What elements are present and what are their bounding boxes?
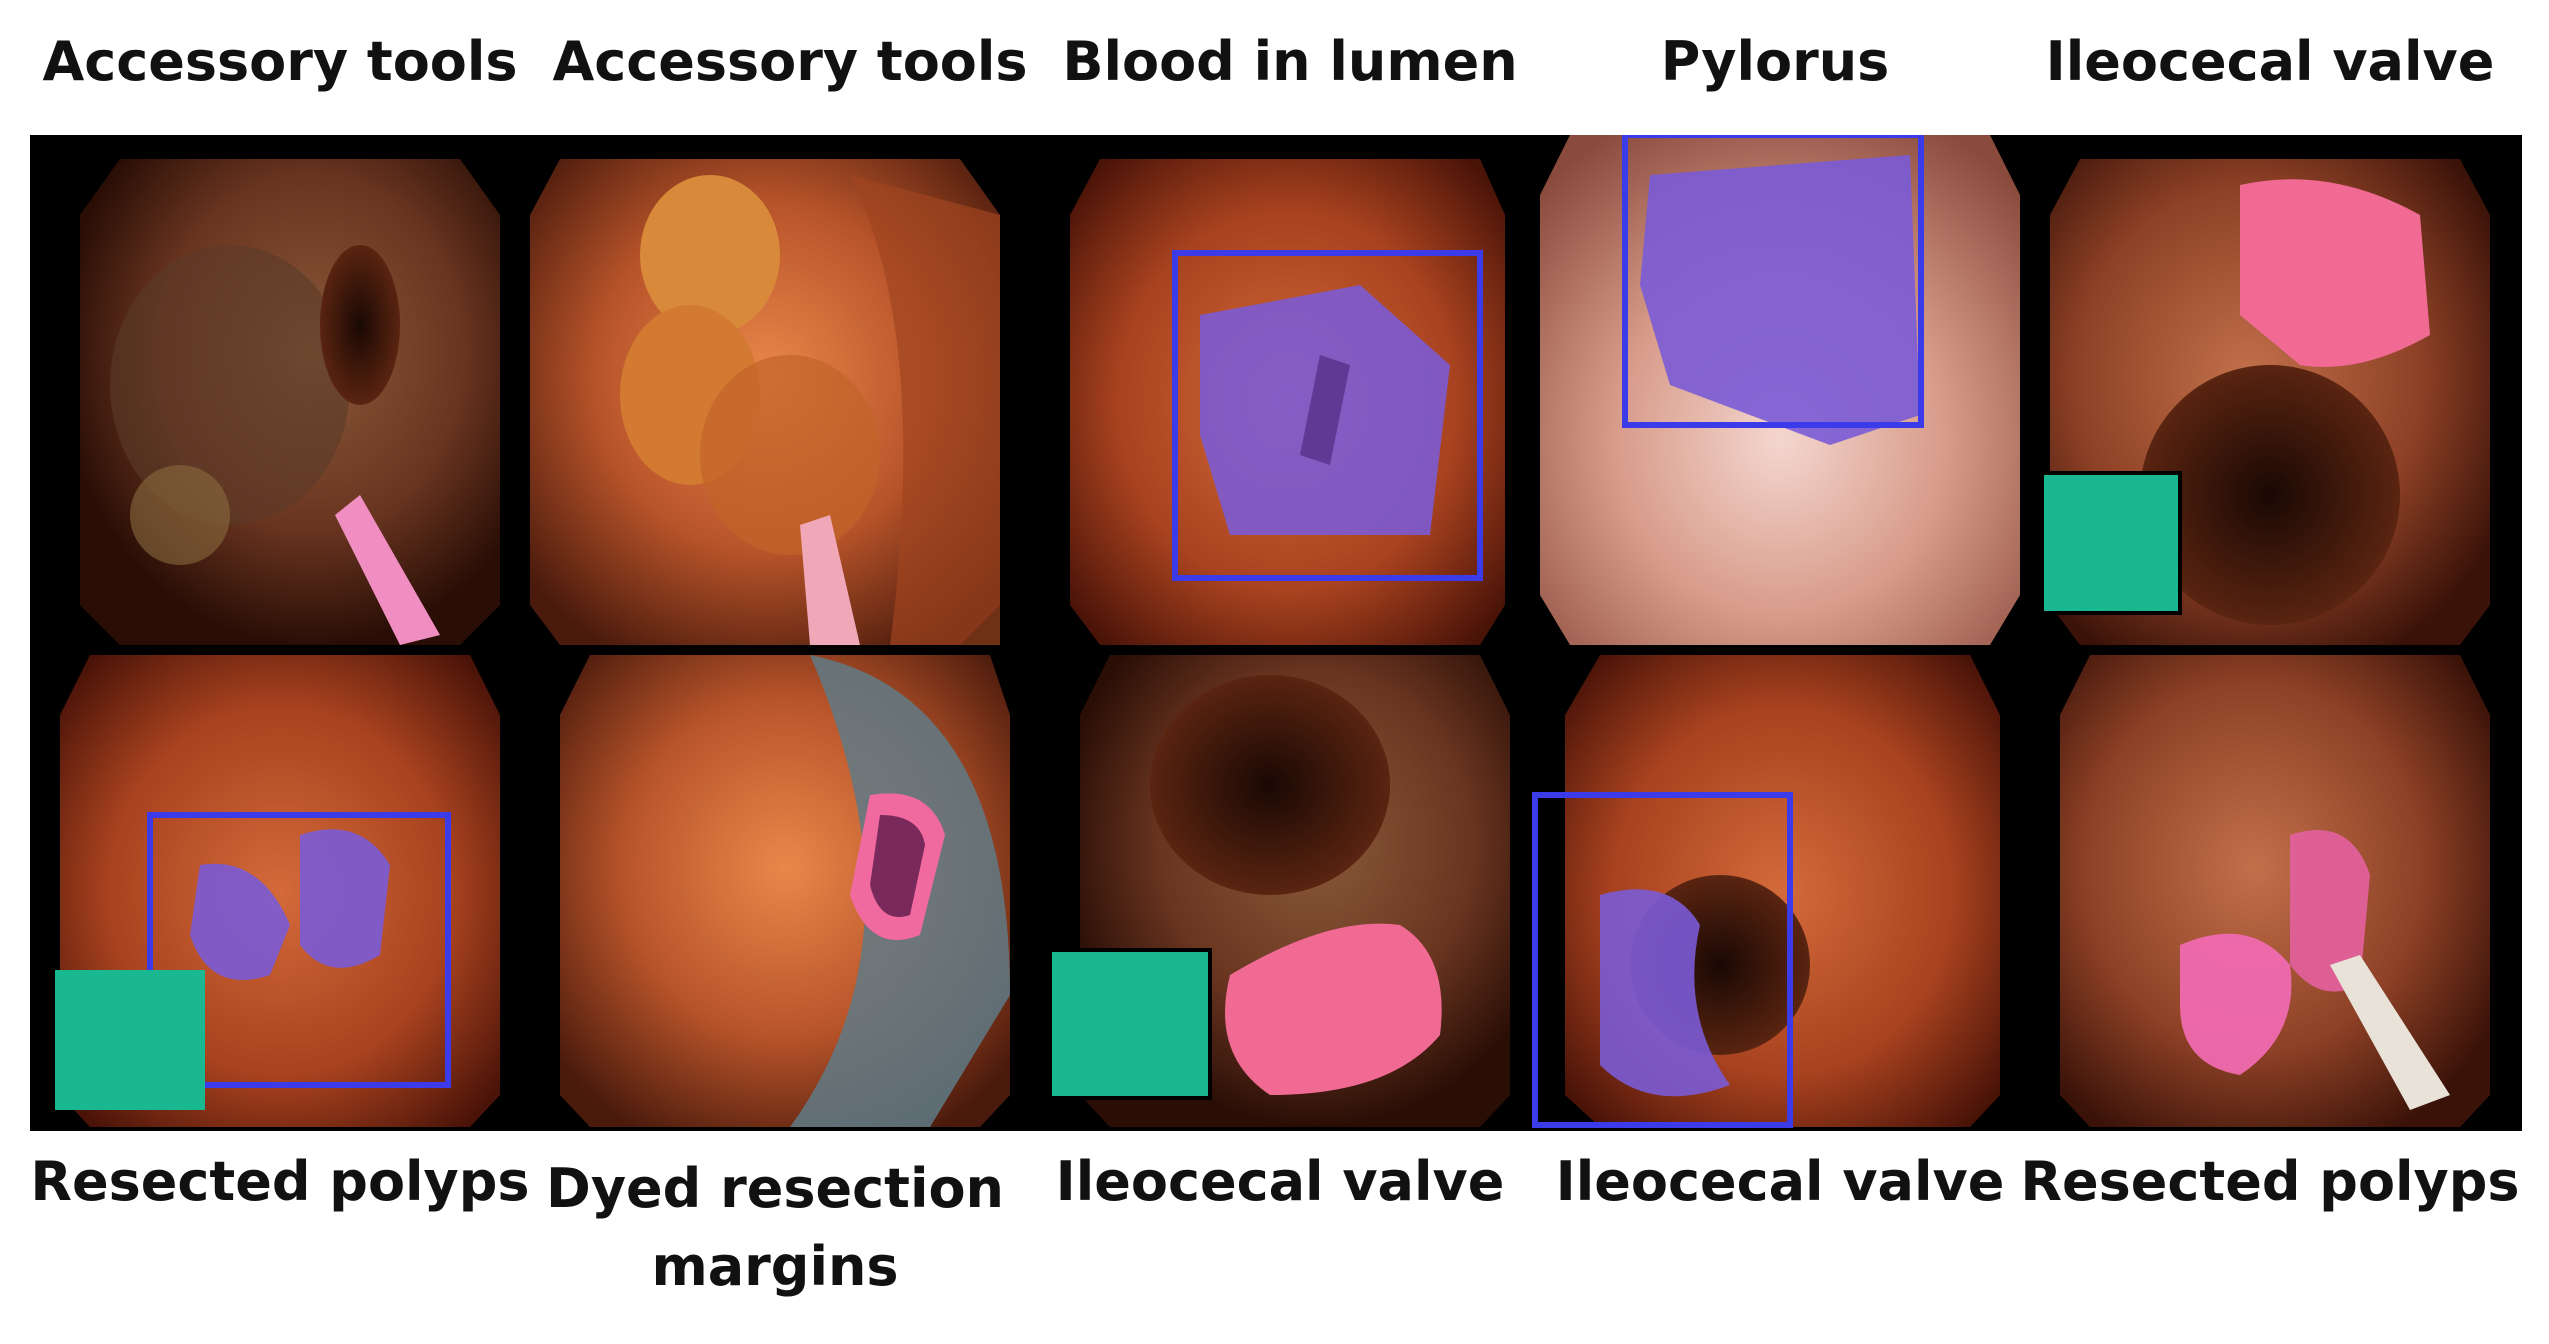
image-resected-polyps-1 [55,655,500,1127]
image-accessory-tools-2 [530,159,1000,645]
bottom-label-1: Resected polyps [30,1150,530,1213]
bottom-label-4: Ileocecal valve [1555,1150,2005,1213]
bbox-polyps-1 [147,812,451,1088]
bottom-label-3: Ileocecal valve [1055,1150,1505,1213]
inset-green-3 [1048,948,1212,1100]
image-ileocecal-valve-1 [2040,159,2490,645]
bbox-blood [1172,250,1483,581]
bbox-ileocecal [1532,792,1793,1128]
top-label-3: Blood in lumen [1062,30,1518,93]
bottom-label-2: Dyed resection margins [546,1157,1004,1298]
top-label-1: Accessory tools [42,30,518,93]
image-pylorus [1540,135,2020,645]
image-ileocecal-valve-2 [1048,655,1510,1127]
inset-green-1 [2040,471,2182,615]
bottom-label-5: Resected polyps [2020,1150,2520,1213]
image-blood-in-lumen [1070,159,1505,645]
top-label-2: Accessory tools [552,30,1028,93]
image-resected-polyps-2 [2060,655,2490,1127]
inset-green-2 [55,970,205,1110]
image-ileocecal-valve-3 [1532,655,2000,1128]
bbox-pylorus [1622,135,1924,428]
image-accessory-tools-1 [80,159,500,645]
image-dyed-resection-margins [560,655,1010,1127]
endoscopy-image-grid [30,135,2522,1131]
top-label-4: Pylorus [1660,30,1890,93]
top-label-5: Ileocecal valve [2045,30,2495,93]
